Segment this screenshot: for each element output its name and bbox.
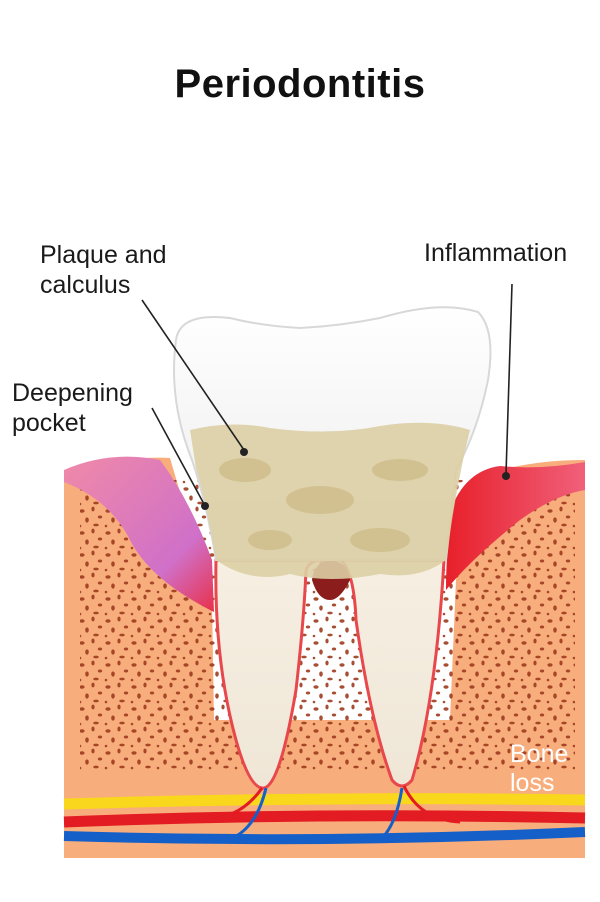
leader-inflammation: [505, 283, 513, 475]
gum-left: [64, 456, 214, 612]
root-vessel-right: [402, 785, 461, 824]
leader-pocket-dot: [201, 502, 209, 510]
label-plaque-line2: calculus: [40, 271, 131, 299]
root-vessel-left-blue: [227, 787, 268, 842]
leader-plaque-dot: [240, 448, 248, 456]
label-bone-line1: Bone: [510, 740, 569, 768]
label-bone-loss: Bone loss: [510, 740, 568, 798]
label-bone-line2: loss: [510, 769, 555, 797]
label-deepening-pocket: Deepening pocket: [12, 378, 133, 438]
leader-plaque: [141, 299, 245, 451]
leader-inflammation-dot: [502, 472, 510, 480]
label-inflammation: Inflammation: [424, 239, 568, 267]
label-plaque-calculus: Plaque and calculus: [40, 240, 167, 300]
vein: [63, 827, 586, 845]
label-pocket-line1: Deepening: [12, 379, 133, 407]
nerve: [63, 793, 586, 810]
root-vessel-right-blue: [378, 787, 404, 842]
leader-pocket: [151, 407, 205, 505]
root-vessel-left: [199, 787, 264, 822]
label-pocket-line2: pocket: [12, 409, 86, 437]
gum-right: [446, 462, 585, 590]
label-plaque-line1: Plaque and: [40, 241, 167, 269]
artery: [63, 810, 586, 828]
diagram-title: Periodontitis: [174, 62, 426, 106]
